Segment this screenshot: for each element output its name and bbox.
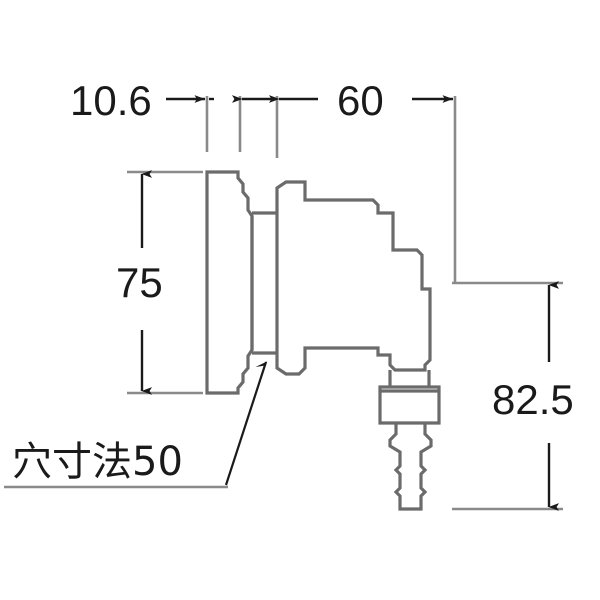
dimension-arrow-group (140, 95, 559, 511)
note-leader-line (224, 361, 268, 486)
part-outline-group (205, 170, 441, 511)
dimension-line-group (4, 96, 563, 511)
annotation-label-hole-size: 穴寸法50 (12, 439, 183, 485)
dimension-label-10-6: 10.6 (70, 77, 152, 124)
dimension-label-82-5: 82.5 (492, 376, 574, 423)
hose-barb-outline (388, 423, 433, 511)
dimension-label-group: 10.6 60 75 82.5 穴寸法50 (12, 77, 574, 485)
dimension-label-75: 75 (116, 259, 163, 306)
dimension-label-60: 60 (337, 77, 384, 124)
outlet-collar-outline (378, 385, 441, 425)
valve-body-outline (275, 180, 432, 376)
flange-plate-outline (205, 170, 254, 395)
